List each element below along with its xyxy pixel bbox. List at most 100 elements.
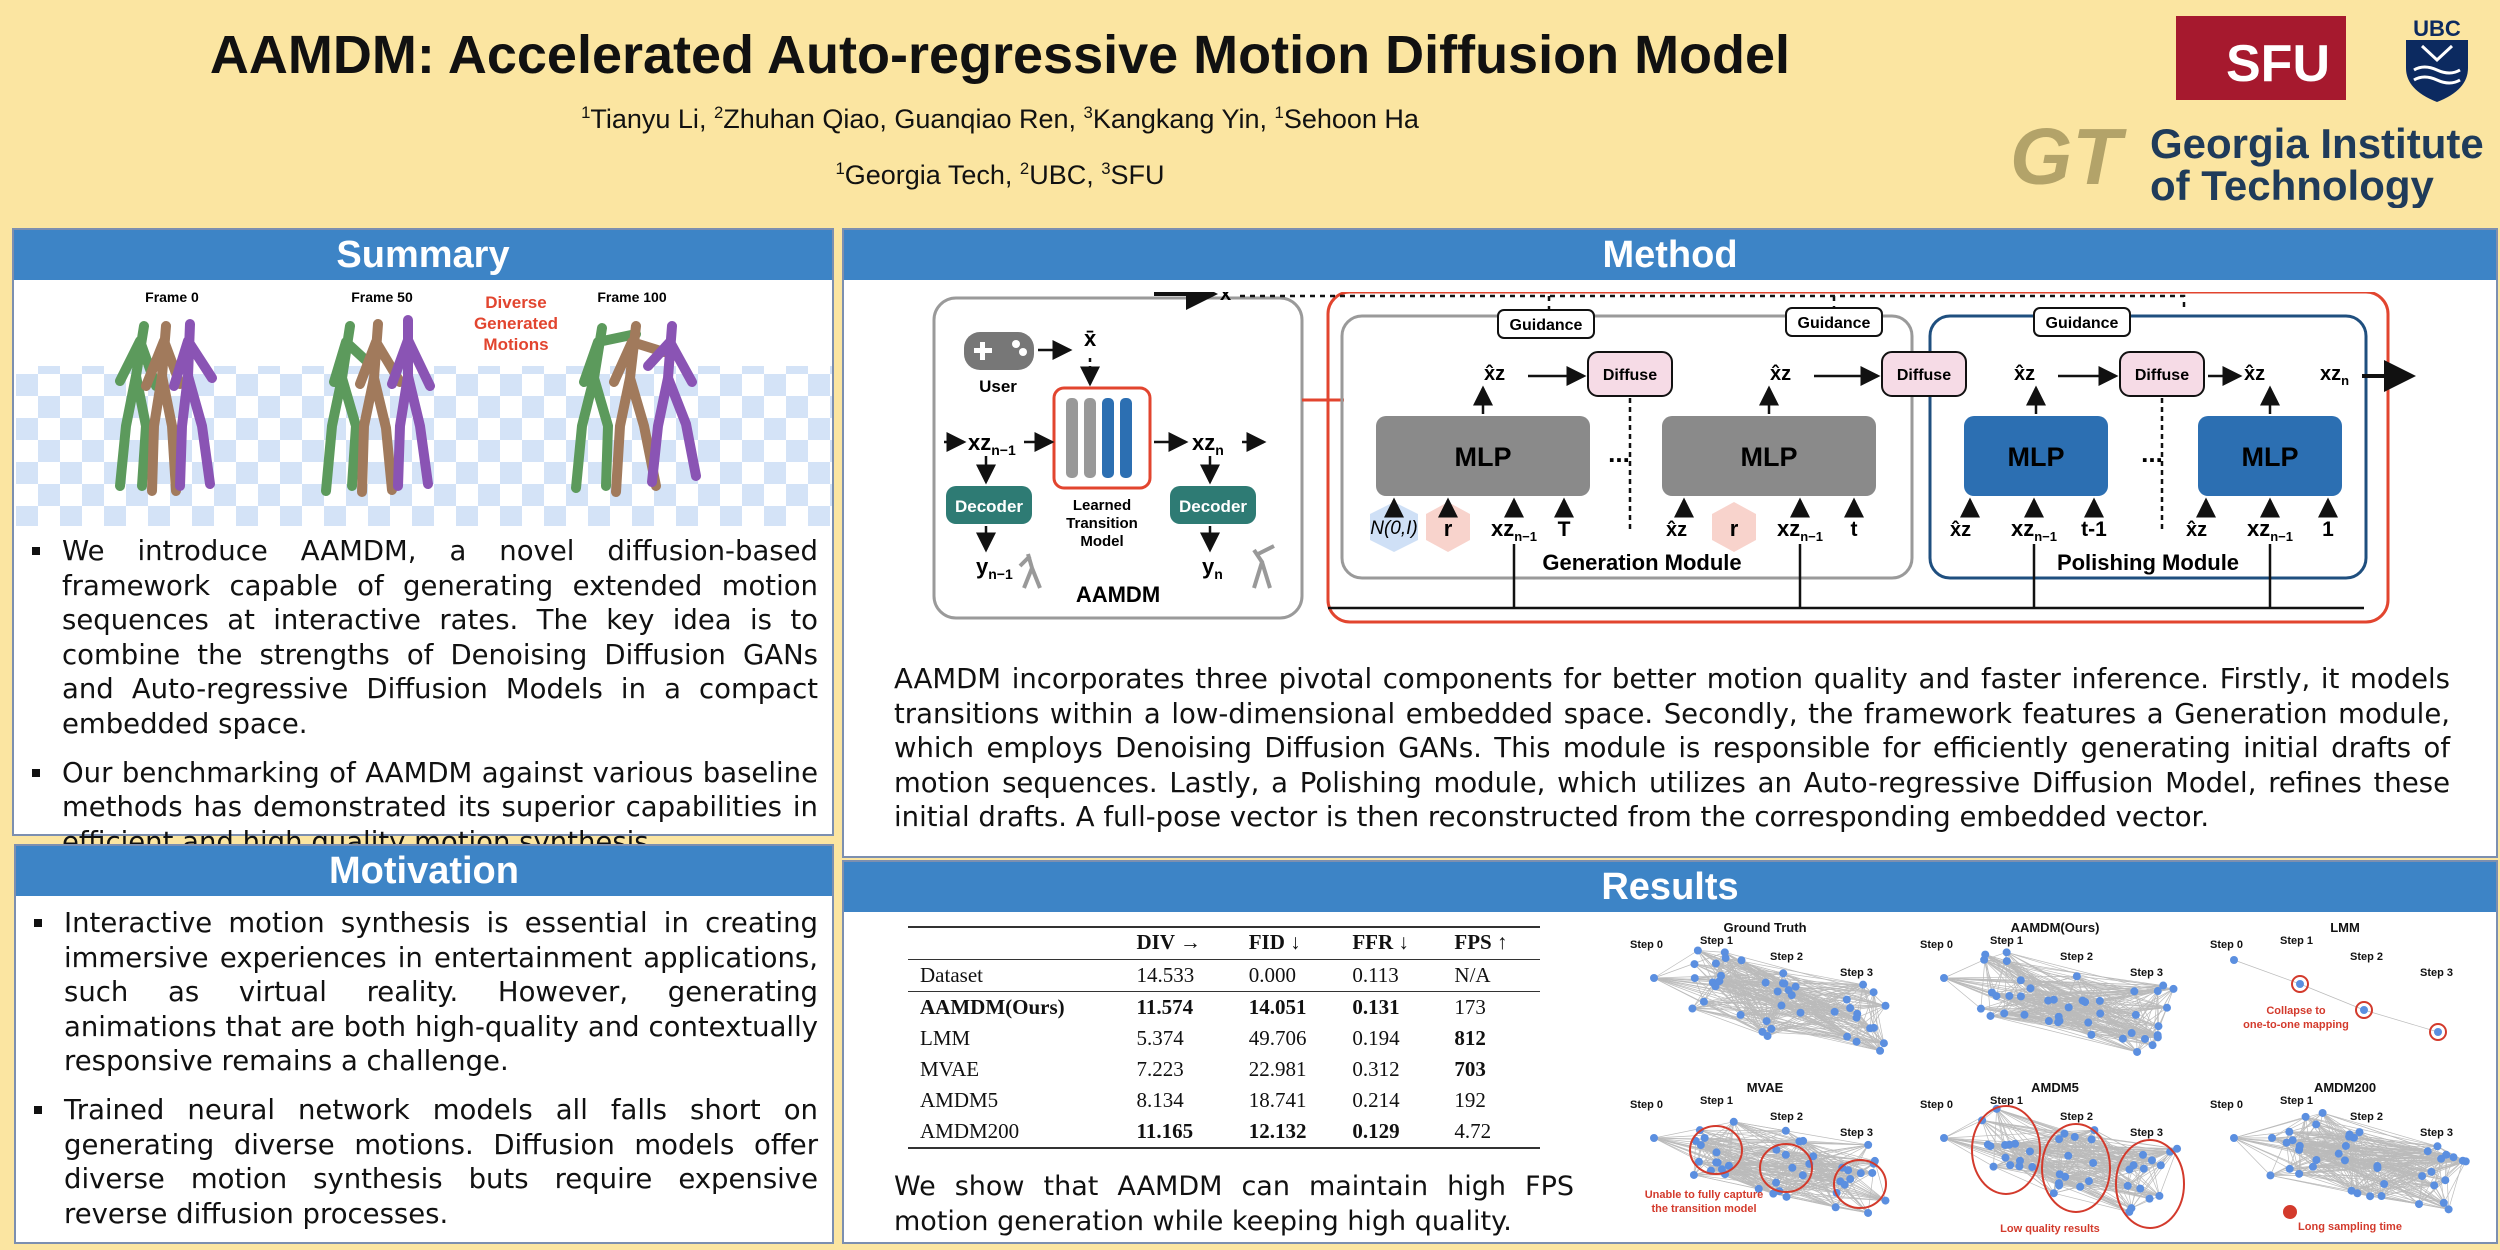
graph-node — [1780, 979, 1789, 988]
graph-node — [2016, 992, 2025, 1001]
graph-edge — [1993, 1166, 2066, 1178]
graph-edge — [2065, 1169, 2130, 1178]
table-header: FPS ↑ — [1442, 926, 1540, 960]
bullet-marker — [34, 1105, 42, 1114]
graph-edge — [1784, 983, 1857, 1042]
graph-edge — [2383, 1150, 2428, 1185]
graph-edge — [1993, 1108, 1998, 1167]
graph-edge — [1873, 992, 1881, 1051]
graph-node — [2015, 1156, 2024, 1165]
graph-edge — [1800, 1012, 1858, 1015]
graph-step-label: Step 1 — [2280, 935, 2313, 947]
table-cell: 0.194 — [1352, 1026, 1400, 1050]
graph-edge — [1653, 1121, 1734, 1139]
graph-node — [2153, 1031, 2162, 1040]
graph-node — [2130, 987, 2139, 996]
graph-node — [2427, 1167, 2436, 1176]
graph-edge — [2100, 1013, 2159, 1027]
motivation-bullet-text: Interactive motion synthesis is essentia… — [64, 907, 818, 1078]
graph-step-label: Step 0 — [1920, 1099, 1953, 1111]
graph-edge — [2099, 1000, 2124, 1039]
mlp-label: MLP — [2242, 442, 2299, 472]
graph-edge — [2157, 991, 2159, 1027]
author-sup: 3 — [1083, 103, 1093, 122]
summary-bullet-text: We introduce AAMDM, a novel diffusion-ba… — [62, 535, 818, 740]
graph-edge — [2099, 1000, 2158, 1036]
graph-node — [2377, 1192, 2386, 1201]
graph-edge — [1693, 1121, 1735, 1176]
graph-node — [2285, 1164, 2294, 1173]
mlp-block — [1376, 416, 1590, 496]
graph-node — [2011, 1139, 2020, 1148]
graph-node — [1779, 969, 1788, 978]
graph-node — [1940, 974, 1948, 982]
graph-node — [2044, 1017, 2053, 1026]
graph-edge — [2312, 1166, 2352, 1191]
graph-edge — [2032, 1164, 2134, 1168]
graph-edge — [2351, 1156, 2454, 1192]
affil-name: UBC — [1029, 160, 1087, 190]
graph-edge — [2076, 975, 2164, 986]
graph-node — [1761, 978, 1770, 987]
graph-edge — [1716, 1152, 1759, 1190]
graph-edge — [1724, 1144, 1869, 1175]
graph-node — [2139, 1164, 2148, 1173]
graph-edge — [2122, 1038, 2153, 1046]
graph-edge — [2159, 1148, 2178, 1197]
graph-step-label: Step 2 — [1770, 1111, 1803, 1123]
graph-node — [1876, 1046, 1885, 1055]
graph-node — [2230, 1134, 2238, 1142]
graph-node — [2127, 1029, 2136, 1038]
table-row: Dataset 14.533 0.000 0.113 N/A — [908, 959, 1540, 992]
graph-node — [2295, 1169, 2304, 1178]
table-cell: 7.223 — [1136, 1057, 1184, 1081]
results-table: DIV → FID ↓ FFR ↓ FPS ↑ Dataset 14.533 0… — [908, 926, 1540, 1149]
graph-edge — [1980, 1008, 2059, 1018]
graph-node — [2005, 991, 2014, 1000]
author-name: Kangkang Yin — [1092, 104, 1260, 134]
xz-prev-label: xzn−1 — [968, 430, 1016, 458]
graph-node — [2054, 1012, 2063, 1021]
graph-edge — [1719, 972, 1784, 982]
motivation-bullets: Interactive motion synthesis is essentia… — [16, 906, 818, 1245]
graph-edge — [1776, 1149, 1804, 1176]
method-paragraph: AAMDM incorporates three pivotal compone… — [894, 663, 2450, 834]
table-row: AMDM5 8.134 18.741 0.214 192 — [908, 1085, 1540, 1116]
graph-edge — [2349, 1134, 2358, 1194]
graph-edge — [1771, 1027, 1874, 1030]
graph-edge — [1773, 1193, 1886, 1201]
y-prev-label: yn−1 — [976, 554, 1013, 582]
graph-node — [1864, 1208, 1873, 1217]
graph-edge — [1873, 992, 1885, 1044]
xz-input-label: xzn−1 — [1777, 516, 1823, 544]
graph-node — [2006, 1161, 2015, 1170]
diverse-note: Generated — [474, 314, 558, 333]
graph-edge — [2381, 1185, 2435, 1197]
graph-node — [1859, 980, 1868, 989]
graph-node — [2145, 1194, 2154, 1203]
graph-node — [2060, 1129, 2069, 1138]
graph-node — [2449, 1153, 2458, 1162]
graph-edge — [1984, 959, 2164, 986]
graph-node — [1976, 1004, 1985, 1013]
graph-node — [1852, 1037, 1861, 1046]
graph-node — [1869, 988, 1878, 997]
motivation-panel: Motivation Interactive motion synthesis … — [14, 844, 834, 1244]
graph-node — [2125, 1165, 2134, 1174]
graph-node — [2076, 1182, 2085, 1191]
graph-node — [1782, 1192, 1791, 1201]
gamepad-icon — [964, 332, 1034, 370]
graph-edge — [2349, 1134, 2432, 1173]
polishing-module-box — [1928, 314, 2368, 580]
graph-step-label: Step 3 — [2130, 967, 2163, 979]
graph-edge — [2094, 1129, 2160, 1197]
graph-edge — [1733, 1121, 1760, 1189]
graph-edge — [2058, 976, 2078, 1017]
graph-node — [2334, 1149, 2343, 1158]
graph-node — [2123, 1181, 2132, 1190]
graph-edge — [2015, 1129, 2095, 1145]
xhat-label: x̂z — [2014, 363, 2035, 385]
graph-node — [1787, 991, 1796, 1000]
graph-node — [1983, 1140, 1992, 1149]
